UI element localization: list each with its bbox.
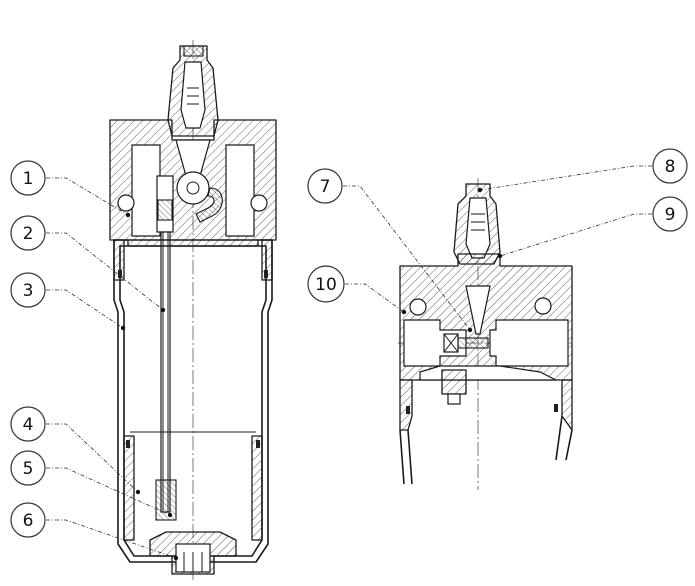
callout-8: 8 <box>652 148 688 184</box>
pickup-tube <box>156 175 174 513</box>
callout-label: 1 <box>23 169 34 189</box>
leader-lines <box>46 165 652 559</box>
callout-label: 8 <box>665 157 676 177</box>
callout-label: 6 <box>23 511 34 531</box>
right-bottom-nozzle <box>441 369 467 405</box>
drain-plug <box>149 531 237 575</box>
inner-sleeve <box>123 431 263 541</box>
bowl <box>113 239 273 563</box>
callout-label: 5 <box>23 459 34 479</box>
callout-2: 2 <box>10 215 46 251</box>
callout-label: 9 <box>665 205 676 225</box>
callout-label: 4 <box>23 415 34 435</box>
head-body <box>109 119 277 247</box>
callout-10: 10 <box>307 265 345 303</box>
callout-9: 9 <box>652 196 688 232</box>
callout-label: 7 <box>320 177 331 197</box>
callout-6: 6 <box>10 502 46 538</box>
callout-3: 3 <box>10 272 46 308</box>
right-assembly <box>398 178 574 490</box>
callout-1: 1 <box>10 160 46 196</box>
right-top-fitting <box>453 183 501 265</box>
callout-4: 4 <box>10 406 46 442</box>
callout-7: 7 <box>307 168 343 204</box>
callout-5: 5 <box>10 450 46 486</box>
leader-dots <box>120 187 503 561</box>
callout-label: 10 <box>315 275 337 295</box>
right-body <box>399 253 573 381</box>
callout-label: 3 <box>23 281 34 301</box>
right-bowl <box>399 379 573 485</box>
top-fitting <box>167 45 219 137</box>
callout-label: 2 <box>23 224 34 244</box>
filter-element <box>155 479 177 521</box>
left-assembly <box>109 40 277 580</box>
